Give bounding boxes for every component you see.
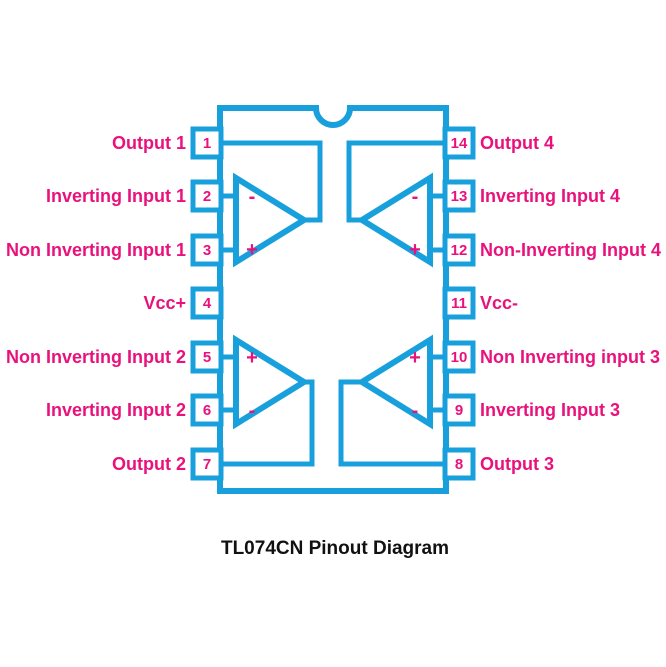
opamp-2-triangle bbox=[233, 334, 310, 430]
pin-box-14 bbox=[442, 126, 476, 160]
pin-number-3: 3 bbox=[203, 242, 211, 259]
pin-box-7 bbox=[190, 447, 224, 481]
pin-box-9 bbox=[442, 393, 476, 427]
pin-number-13: 13 bbox=[451, 188, 468, 205]
ic-body-with-notch bbox=[217, 105, 449, 494]
pin-label-output-3: Output 3 bbox=[480, 454, 554, 474]
opamp-symbols: - + - + + - + - bbox=[246, 186, 421, 422]
opamp-4-output-wire bbox=[346, 140, 446, 223]
left-pin-labels: Output 1 Inverting Input 1 Non Inverting… bbox=[6, 133, 186, 474]
pin-number-8: 8 bbox=[455, 456, 463, 473]
pin-label-non-inverting-input-4: Non-Inverting Input 4 bbox=[480, 240, 661, 260]
pin-label-inverting-input-1: Inverting Input 1 bbox=[46, 186, 186, 206]
pin-number-5: 5 bbox=[203, 349, 211, 366]
pin-box-1 bbox=[190, 126, 224, 160]
pin-number-6: 6 bbox=[203, 402, 211, 419]
opamp-3-plus-symbol: + bbox=[409, 347, 421, 369]
pin-label-vcc-plus: Vcc+ bbox=[143, 293, 186, 313]
opamp-triangles bbox=[233, 172, 433, 430]
pin-label-inverting-input-4: Inverting Input 4 bbox=[480, 186, 620, 206]
pin-boxes bbox=[190, 126, 476, 481]
right-pin-labels: Output 4 Inverting Input 4 Non-Inverting… bbox=[480, 133, 661, 474]
pin-box-2 bbox=[190, 179, 224, 213]
pin-number-12: 12 bbox=[451, 242, 468, 259]
opamp-4-plus-symbol: + bbox=[409, 239, 421, 261]
pin-label-output-1: Output 1 bbox=[112, 133, 186, 153]
pin-box-5 bbox=[190, 340, 224, 374]
pin-numbers: 1 2 3 4 5 6 7 14 13 12 11 10 9 8 bbox=[203, 135, 468, 473]
opamp-1-triangle bbox=[233, 172, 310, 268]
pin-box-8 bbox=[442, 447, 476, 481]
opamp-3-minus-symbol: - bbox=[412, 400, 419, 422]
pin-label-inverting-input-2: Inverting Input 2 bbox=[46, 400, 186, 420]
pin-number-10: 10 bbox=[451, 349, 468, 366]
pin-label-non-inverting-input-2: Non Inverting Input 2 bbox=[6, 347, 186, 367]
pin-number-1: 1 bbox=[203, 135, 211, 152]
pin-label-output-2: Output 2 bbox=[112, 454, 186, 474]
opamp-2-minus-symbol: - bbox=[249, 400, 256, 422]
opamp-1-minus-symbol: - bbox=[249, 186, 256, 208]
opamp-2-plus-symbol: + bbox=[246, 347, 258, 369]
opamp-1-plus-symbol: + bbox=[246, 239, 258, 261]
opamp-4-triangle bbox=[356, 172, 433, 268]
pin-box-12 bbox=[442, 233, 476, 267]
pin-label-output-4: Output 4 bbox=[480, 133, 554, 153]
pin-number-4: 4 bbox=[203, 295, 212, 312]
pin-number-11: 11 bbox=[451, 295, 467, 312]
pin-box-13 bbox=[442, 179, 476, 213]
pin-box-11 bbox=[442, 286, 476, 320]
pin-label-non-inverting-input-3: Non Inverting input 3 bbox=[480, 347, 660, 367]
pin-label-vcc-minus: Vcc- bbox=[480, 293, 518, 313]
pin-box-6 bbox=[190, 393, 224, 427]
diagram-title: TL074CN Pinout Diagram bbox=[221, 538, 449, 559]
pin-number-7: 7 bbox=[203, 456, 211, 473]
pin-label-non-inverting-input-1: Non Inverting Input 1 bbox=[6, 240, 186, 260]
pin-box-10 bbox=[442, 340, 476, 374]
pin-number-9: 9 bbox=[455, 402, 463, 419]
pin-number-2: 2 bbox=[203, 188, 211, 205]
pin-label-inverting-input-3: Inverting Input 3 bbox=[480, 400, 620, 420]
pin-box-4 bbox=[190, 286, 224, 320]
opamp-3-triangle bbox=[356, 334, 433, 430]
pin-number-14: 14 bbox=[451, 135, 468, 152]
opamp-3-output-wire bbox=[338, 379, 446, 467]
opamp-4-minus-symbol: - bbox=[412, 186, 419, 208]
pin-box-3 bbox=[190, 233, 224, 267]
opamp-1-output-wire bbox=[220, 140, 323, 223]
